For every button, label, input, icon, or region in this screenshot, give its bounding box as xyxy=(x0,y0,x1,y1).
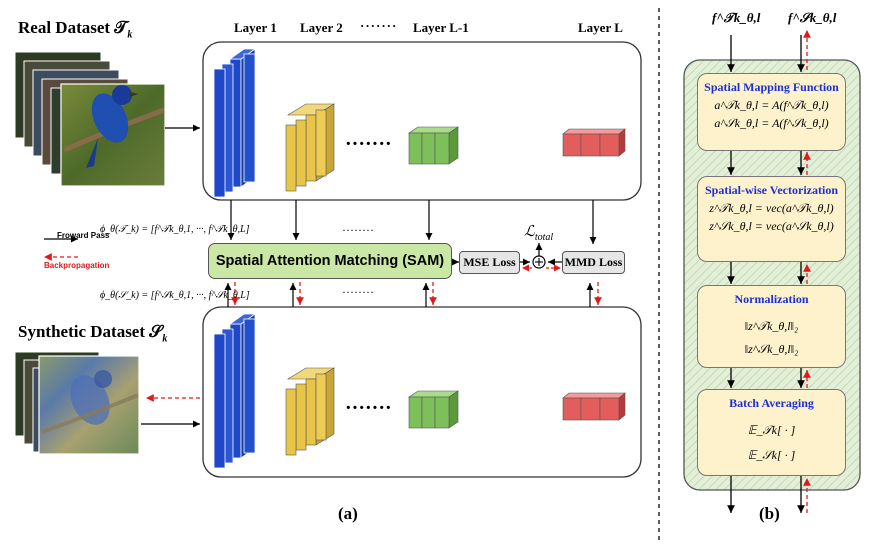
mse-loss-box: MSE Loss xyxy=(459,251,520,274)
real-network-box xyxy=(202,41,642,201)
step-eq-real: z^𝒯k_θ,l = vec(a^𝒯k_θ,l) xyxy=(709,201,834,215)
synthetic-image-stack xyxy=(14,351,140,455)
layer-2-label: Layer 2 xyxy=(300,20,343,35)
step-batch-averaging: Batch Averaging 𝔼_𝒯k[ · ] 𝔼_𝒮k[ · ] xyxy=(697,389,846,476)
step-title: Spatial Mapping Function xyxy=(704,80,839,94)
step-eq-syn: z^𝒮k_θ,l = vec(a^𝒮k_θ,l) xyxy=(709,219,834,233)
input-syn-feature: f^𝒮k_θ,l xyxy=(788,10,837,25)
step-normalization: Normalization ‖z^𝒯k_θ,l‖₂ ‖z^𝒮k_θ,l‖₂ xyxy=(697,285,846,368)
syn-layer-ellipsis: ······· xyxy=(345,397,392,419)
phi-real-formula: ϕ_θ(𝒯_k) = [f^𝒯k_θ,1, ···, f^𝒯k_θ,L] xyxy=(100,224,250,235)
caption-a: (a) xyxy=(338,504,358,523)
svg-text:········: ········ xyxy=(342,223,374,237)
legend-forward-label: Froward Pass xyxy=(57,231,110,240)
step-eq-syn: 𝔼_𝒮k[ · ] xyxy=(747,448,796,462)
step-title: Normalization xyxy=(734,292,809,306)
layer-dots: ······· xyxy=(360,18,398,33)
step-spatial-mapping: Spatial Mapping Function a^𝒯k_θ,l = A(f^… xyxy=(697,73,846,151)
step-eq-real: a^𝒯k_θ,l = A(f^𝒯k_θ,l) xyxy=(714,98,829,112)
step-title: Batch Averaging xyxy=(729,396,814,410)
syn-layer-1-blocks xyxy=(213,313,257,469)
step-vectorization: Spatial-wise Vectorization z^𝒯k_θ,l = ve… xyxy=(697,176,846,262)
layer-l-label: Layer L xyxy=(578,20,623,35)
phi-syn-formula: ϕ_θ(𝒮_k) = [f^𝒮k_θ,1, ···, f^𝒮k_θ,L] xyxy=(100,290,250,301)
step-eq-syn: a^𝒮k_θ,l = A(f^𝒮k_θ,l) xyxy=(714,116,829,130)
step-title: Spatial-wise Vectorization xyxy=(705,183,838,197)
input-real-feature: f^𝒯k_θ,l xyxy=(712,10,761,25)
real-image-stack xyxy=(14,51,166,187)
step-eq-real: 𝔼_𝒯k[ · ] xyxy=(747,423,796,437)
step-eq-real: ‖z^𝒯k_θ,l‖₂ xyxy=(744,319,799,333)
real-layer-l-minus-1-blocks xyxy=(408,126,459,165)
layer-l-minus-1-label: Layer L-1 xyxy=(413,20,469,35)
real-dataset-title: Real Dataset 𝒯k xyxy=(18,18,133,41)
synthetic-dataset-title: Synthetic Dataset 𝒮k xyxy=(18,322,168,345)
syn-layer-2-blocks xyxy=(285,367,336,456)
syn-layer-l-minus-1-blocks xyxy=(408,390,459,429)
syn-layer-l-blocks xyxy=(562,392,626,421)
sam-module: Spatial Attention Matching (SAM) xyxy=(208,243,452,279)
legend-backward-label: Backpropagation xyxy=(44,261,110,270)
caption-b: (b) xyxy=(759,504,780,523)
real-layer-ellipsis: ······· xyxy=(345,133,392,155)
layer-1-label: Layer 1 xyxy=(234,20,277,35)
mmd-loss-box: MMD Loss xyxy=(562,251,625,274)
total-loss-label: ℒtotal xyxy=(524,224,554,243)
step-eq-syn: ‖z^𝒮k_θ,l‖₂ xyxy=(744,342,799,356)
real-layer-l-blocks xyxy=(562,128,626,157)
svg-text:········: ········ xyxy=(342,285,374,299)
real-layer-2-blocks xyxy=(285,103,336,192)
real-layer-1-blocks xyxy=(213,48,257,198)
